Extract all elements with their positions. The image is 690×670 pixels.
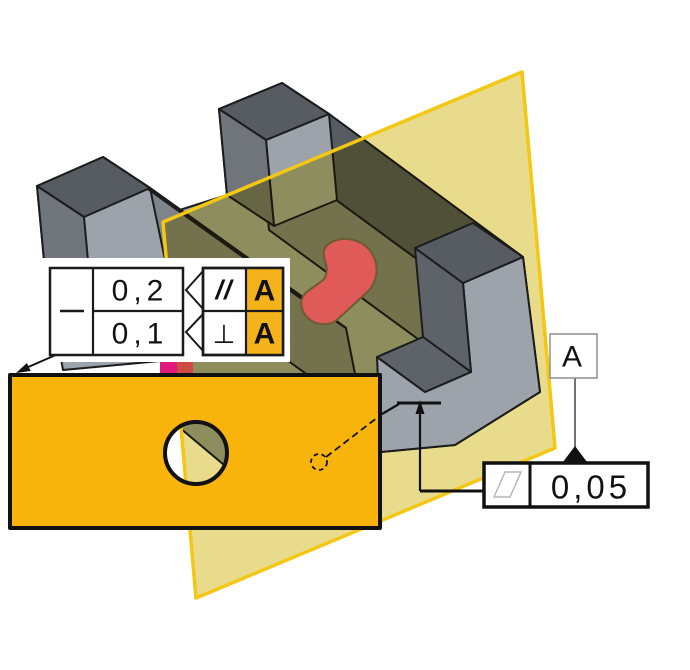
section-plane-border — [161, 70, 557, 600]
fcf-right-box-outline — [201, 266, 285, 357]
l-step-ledge-top-face — [376, 336, 472, 393]
flatness-parallelogram-icon — [492, 471, 523, 498]
flatness-fcf: 0,05 — [310, 400, 650, 509]
flatness-tolerance-value: 0,05 — [551, 469, 631, 506]
fcf-leader-line — [25, 353, 59, 369]
composite-fcf: 0,2 0,1 // ⊥ A A — [16, 258, 290, 373]
datum-letter-row1: A — [254, 275, 276, 308]
datum-flag: A — [549, 333, 598, 462]
plate-hole-rim — [163, 420, 229, 486]
tolerance-value-row2: 0,1 — [112, 318, 169, 351]
target-dashed-circle — [310, 453, 328, 471]
datum-cell-row2 — [246, 312, 283, 355]
tolerance-value-row1: 0,2 — [112, 275, 169, 308]
chevron-row1-icon — [184, 269, 205, 311]
red-pin — [300, 237, 378, 326]
datum-triangle-icon — [563, 446, 587, 462]
dashed-leader-line — [325, 413, 383, 458]
datum-flag-box — [549, 333, 598, 379]
datum-flag-letter: A — [562, 341, 582, 374]
parallelism-icon: // — [214, 275, 234, 305]
perpendicularity-icon: ⊥ — [213, 319, 236, 349]
datum-cell-row1 — [246, 268, 283, 311]
fcf-leader-arrowhead — [16, 363, 31, 373]
magenta-sliver — [160, 361, 177, 374]
l-step-top-face — [414, 222, 524, 284]
chevron-row2-icon — [184, 312, 205, 353]
red-sliver — [177, 360, 193, 374]
leader-bend-segment — [381, 403, 400, 415]
flatness-arrowhead — [415, 400, 425, 414]
datum-letter-row2: A — [254, 318, 276, 351]
flatness-frame-box — [482, 461, 650, 509]
